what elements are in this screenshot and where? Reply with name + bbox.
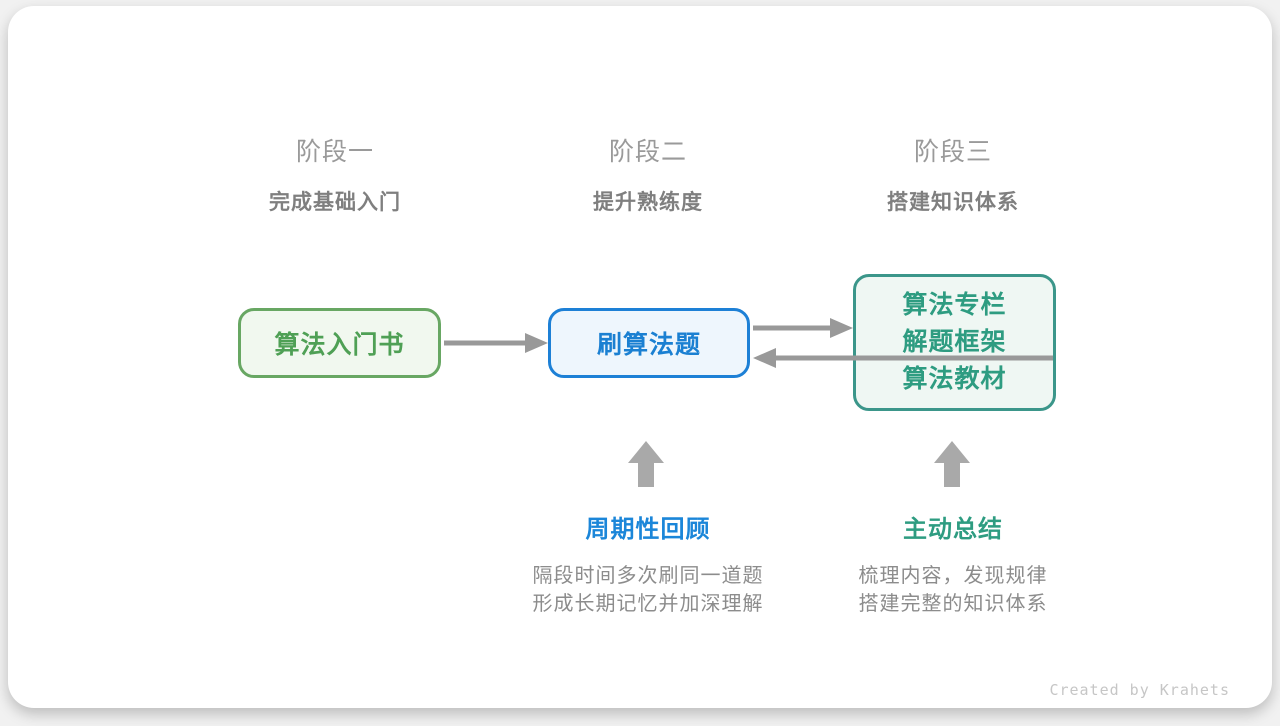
node-practice-label: 刷算法题 — [596, 331, 701, 359]
stage-1-label: 阶段一 — [295, 138, 374, 166]
block-arrow-up-icon — [934, 441, 970, 487]
annotation-summarize-title: 主动总结 — [903, 516, 1003, 543]
annotation-review: 周期性回顾 隔段时间多次刷同一道题 形成长期记忆并加深理解 — [468, 515, 828, 618]
node-intro-book-label: 算法入门书 — [274, 331, 405, 359]
annotation-summarize-desc-line-2: 搭建完整的知识体系 — [858, 593, 1048, 615]
annotation-review-title: 周期性回顾 — [585, 516, 711, 543]
stage-1-title: 完成基础入门 — [269, 191, 401, 214]
diagram-card: 阶段一 完成基础入门 阶段二 提升熟练度 阶段三 搭建知识体系 算法入门书 刷算… — [8, 6, 1272, 708]
stage-2-label: 阶段二 — [608, 138, 687, 166]
annotation-review-desc: 隔段时间多次刷同一道题 形成长期记忆并加深理解 — [468, 562, 828, 618]
annotation-summarize: 主动总结 梳理内容，发现规律 搭建完整的知识体系 — [773, 515, 1133, 618]
node-resources-line-3: 算法教材 — [902, 365, 1007, 393]
arrow-right-icon — [444, 333, 548, 353]
stage-3-header: 阶段三 搭建知识体系 — [793, 132, 1113, 216]
annotation-summarize-desc-line-1: 梳理内容，发现规律 — [858, 565, 1048, 587]
node-practice: 刷算法题 — [548, 308, 750, 378]
node-resources-line-1: 算法专栏 — [902, 291, 1007, 319]
annotation-summarize-desc: 梳理内容，发现规律 搭建完整的知识体系 — [773, 562, 1133, 618]
credit-text: Created by Krahets — [1049, 681, 1230, 699]
stage-2-header: 阶段二 提升熟练度 — [488, 132, 808, 216]
node-resources-line-2: 解题框架 — [902, 328, 1007, 356]
node-intro-book: 算法入门书 — [238, 308, 441, 378]
stage-3-label: 阶段三 — [913, 138, 992, 166]
block-arrow-up-icon — [628, 441, 664, 487]
arrow-right-icon — [753, 318, 853, 338]
stage-1-header: 阶段一 完成基础入门 — [175, 132, 495, 216]
stage-2-title: 提升熟练度 — [593, 191, 703, 214]
annotation-review-desc-line-2: 形成长期记忆并加深理解 — [532, 593, 764, 615]
node-resources: 算法专栏 解题框架 算法教材 — [853, 274, 1056, 411]
annotation-review-desc-line-1: 隔段时间多次刷同一道题 — [532, 565, 764, 587]
stage-3-title: 搭建知识体系 — [887, 191, 1019, 214]
